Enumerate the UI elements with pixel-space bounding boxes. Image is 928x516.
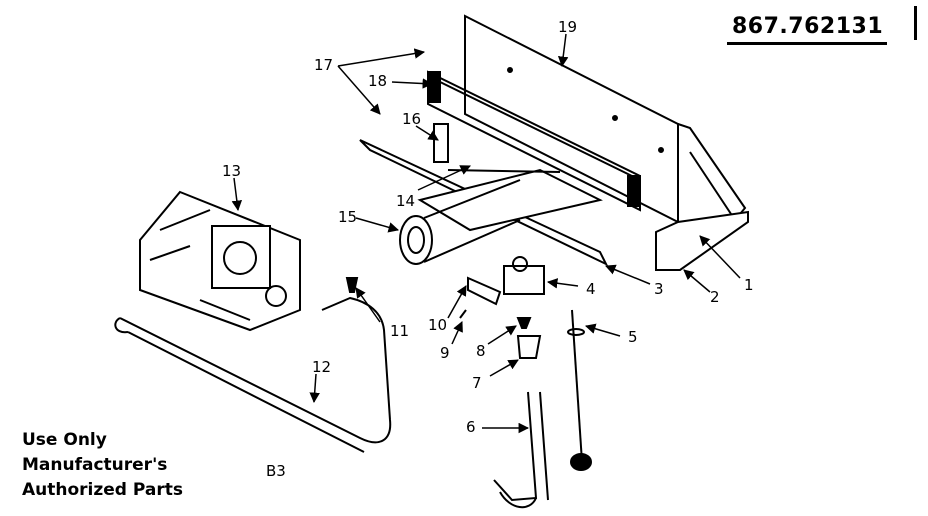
bracket-part-2 (655, 210, 749, 271)
small-parts (459, 256, 545, 359)
callout-11: 11 (390, 322, 409, 340)
callout-14: 14 (396, 192, 415, 210)
authorized-parts-notice: Use Only Manufacturer's Authorized Parts (22, 428, 183, 503)
tube-part-12 (114, 296, 392, 453)
callout-2: 2 (710, 288, 720, 306)
bracket-part-18 (427, 70, 641, 212)
burner-tray (359, 139, 609, 267)
callout-10: 10 (428, 316, 447, 334)
notice-line-1: Use Only (22, 430, 107, 450)
callout-12: 12 (312, 358, 331, 376)
callout-16: 16 (402, 110, 421, 128)
callout-6: 6 (466, 418, 476, 436)
callout-9: 9 (440, 344, 450, 362)
callout-4: 4 (586, 280, 596, 298)
callout-8: 8 (476, 342, 486, 360)
callout-7: 7 (472, 374, 482, 392)
burner-tube-part-15 (399, 179, 521, 265)
bracket-part-16 (433, 123, 449, 163)
thermocouple-part-5 (567, 309, 592, 471)
callout-17: 17 (314, 56, 333, 74)
callout-18: 18 (368, 72, 387, 90)
callout-5: 5 (628, 328, 638, 346)
notice-line-3: Authorized Parts (22, 480, 183, 500)
callout-labels: 19 18 17 16 14 15 13 11 12 1 2 3 4 5 10 … (222, 18, 754, 436)
page-code: B3 (266, 462, 286, 480)
tube-part-6 (493, 391, 549, 508)
callout-1: 1 (744, 276, 754, 294)
edge-mark (914, 6, 917, 40)
valve-assembly-part-13 (139, 190, 301, 332)
model-number: 867.762131 (732, 14, 884, 39)
callout-15: 15 (338, 208, 357, 226)
screw-part-11 (345, 277, 359, 293)
notice-line-2: Manufacturer's (22, 455, 168, 475)
leader-lines (231, 33, 741, 434)
callout-19: 19 (558, 18, 577, 36)
callout-3: 3 (654, 280, 664, 298)
callout-13: 13 (222, 162, 241, 180)
model-number-underline (727, 42, 887, 45)
panel-part-19 (464, 14, 747, 224)
